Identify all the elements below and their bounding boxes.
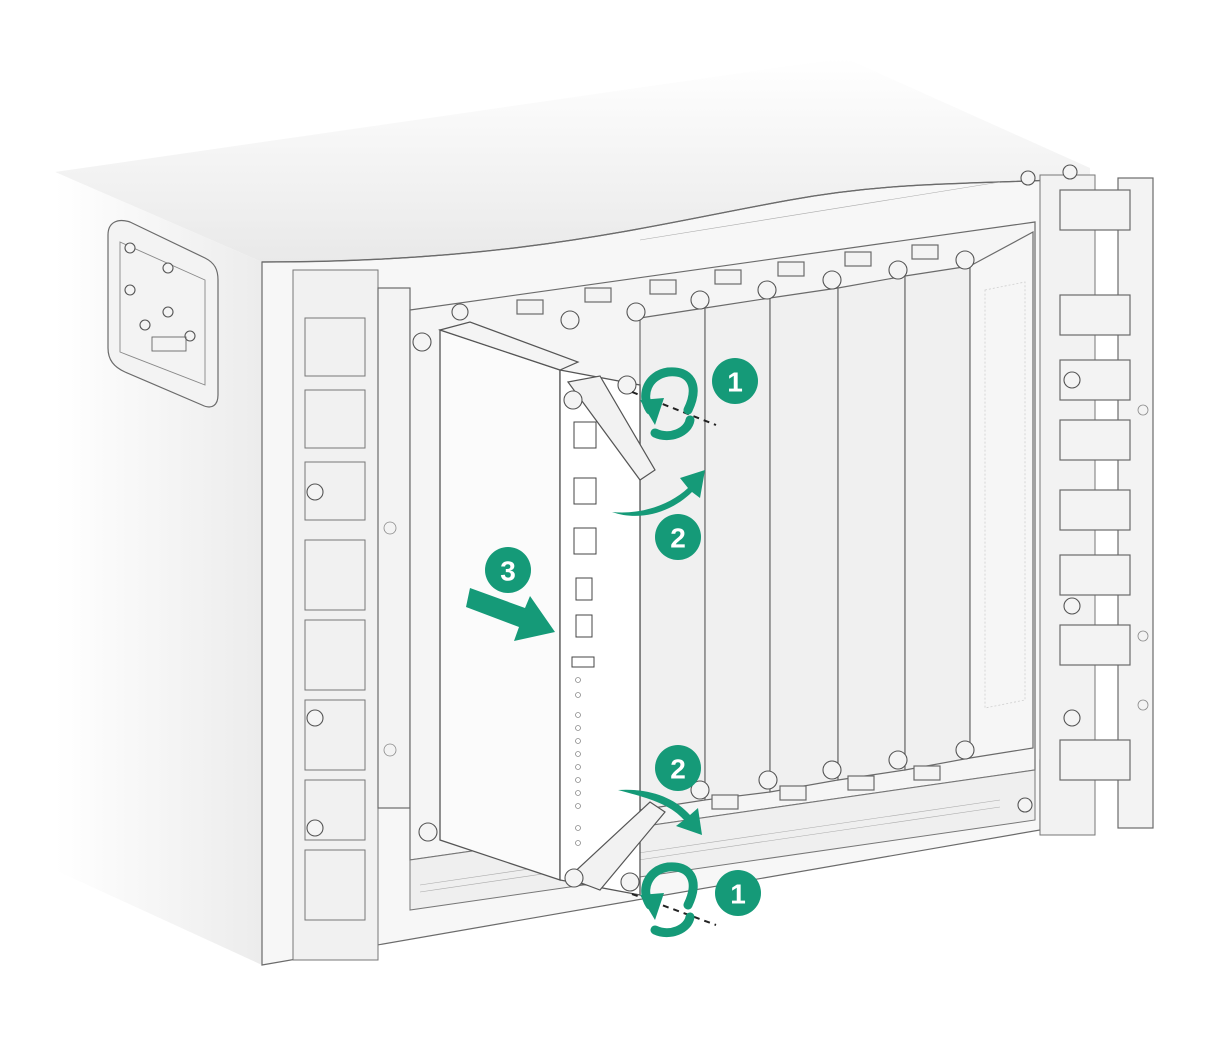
curved-arrow-icon [612, 470, 705, 516]
chassis-top [55, 58, 1090, 262]
step-badge-3: 3 [485, 547, 531, 593]
left-bracket-stack [304, 317, 397, 921]
sfp-port-icon [575, 577, 593, 601]
svg-text:1: 1 [727, 367, 743, 398]
blank-panel [969, 230, 1034, 759]
curved-arrow-icon [618, 789, 702, 835]
step-badge-1-bottom: 1 [715, 870, 761, 916]
slot-panel [769, 287, 839, 793]
svg-text:2: 2 [670, 523, 686, 554]
rotate-arrow-icon [640, 862, 698, 938]
svg-text:1: 1 [730, 879, 746, 910]
svg-text:2: 2 [670, 754, 686, 785]
right-rail-stack [1017, 164, 1154, 836]
slot-panel [904, 265, 971, 771]
step-badge-1-top: 1 [712, 358, 758, 404]
top-captive-screw [617, 375, 637, 395]
bottom-captive-screw [620, 872, 640, 892]
svg-text:3: 3 [500, 556, 516, 587]
rj45-port-icon [573, 527, 597, 555]
insert-arrow-icon [466, 588, 555, 641]
bottom-ejector-lever [566, 801, 666, 891]
top-ejector-lever [566, 375, 656, 481]
usb-port-icon [571, 656, 595, 668]
warning-label-icon [151, 336, 187, 352]
rj45-port-icon [573, 477, 597, 505]
step-badge-2-top: 2 [655, 514, 701, 560]
chassis-side-panel [55, 172, 275, 965]
sfp-port-icon [575, 614, 593, 638]
step-badge-2-bottom: 2 [655, 745, 701, 791]
slot-panel [837, 275, 906, 781]
card-ports [571, 421, 597, 846]
rotate-arrow-icon [640, 367, 698, 441]
rj45-port-icon [573, 421, 597, 449]
left-slot-guide [377, 287, 411, 809]
